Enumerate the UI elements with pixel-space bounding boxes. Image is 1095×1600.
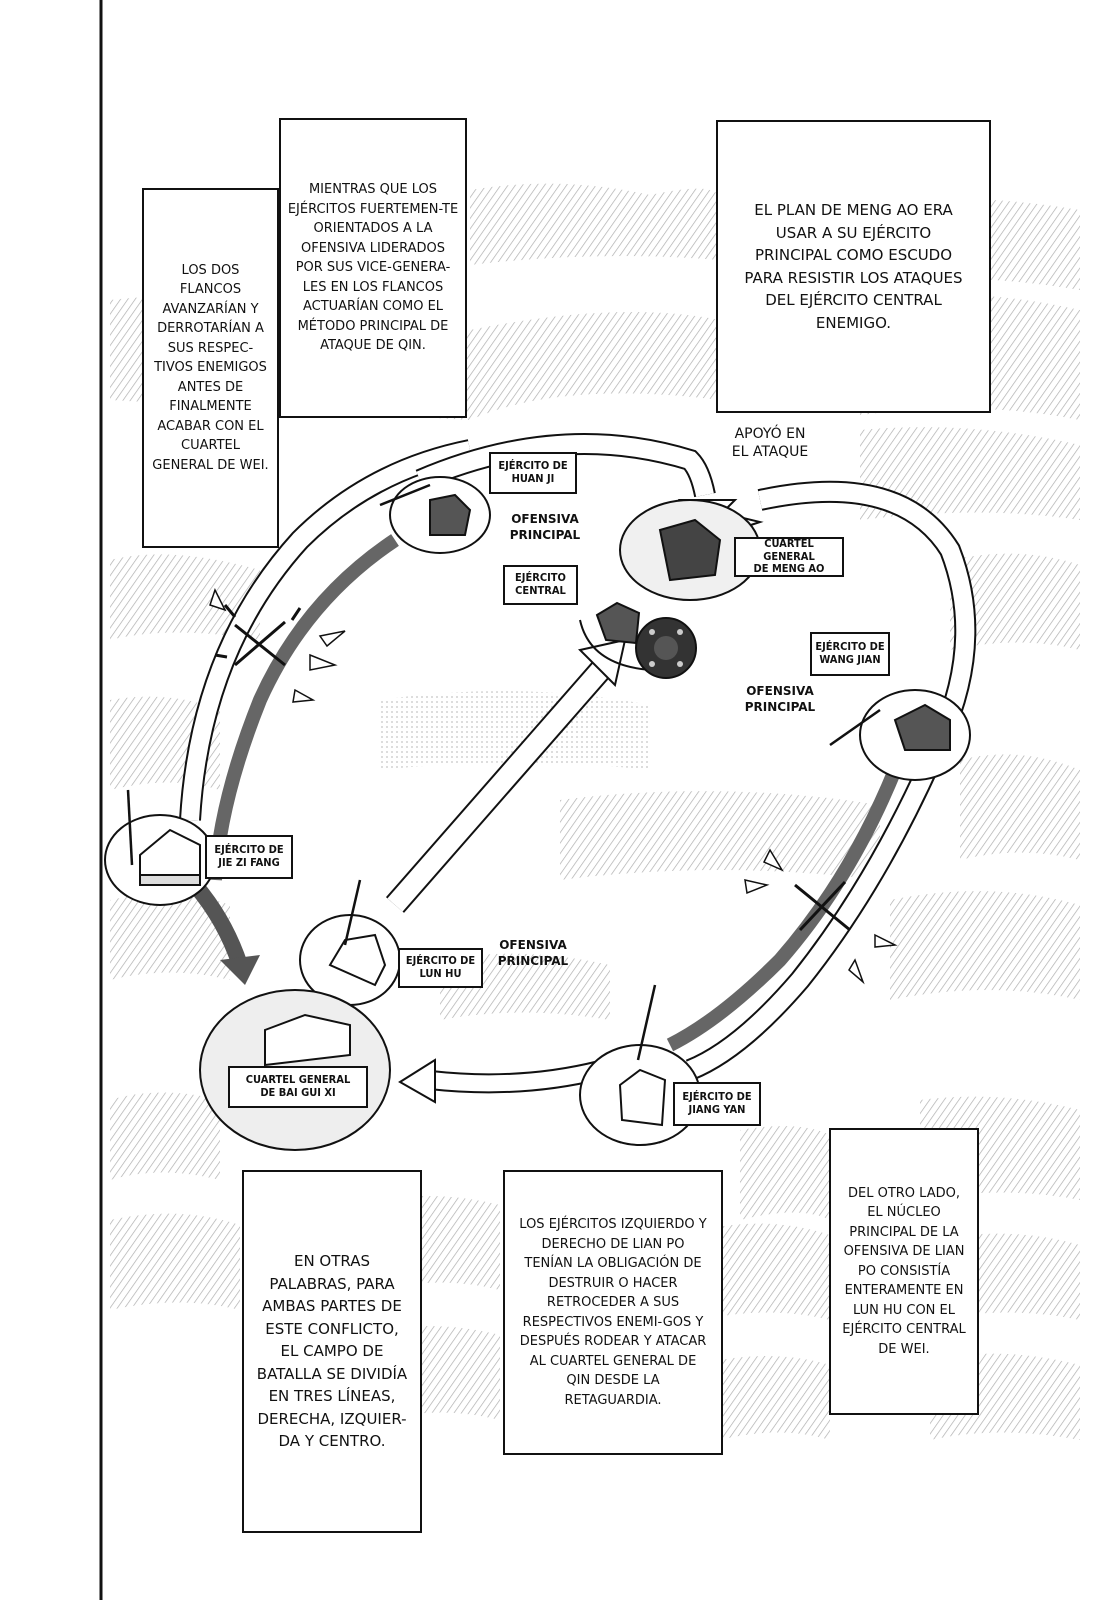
huan-ji-block [429, 493, 472, 536]
right-flank-band [666, 767, 902, 1052]
label-huan-ji: EJÉRCITO DE HUAN JI [489, 452, 577, 494]
jie-zi-fang-arrow [188, 879, 248, 968]
left-flank-band [208, 534, 399, 881]
central-army-block [595, 601, 641, 645]
caption-flancos: LOS DOS FLANCOS AVANZARÍAN Y DERROTARÍAN… [142, 188, 279, 548]
impact-triangles [209, 588, 898, 985]
label-central-army: EJÉRCITO CENTRAL [503, 565, 578, 605]
wang-jian-spear [829, 708, 881, 747]
label-jie-zi-fang: EJÉRCITO DE JIE ZI FANG [205, 835, 293, 879]
lun-hu-spear [343, 879, 362, 946]
jie-zi-fang-spear [126, 789, 134, 866]
annotation-ofensiva-huan-ji: OFENSIVA PRINCIPAL [509, 512, 581, 542]
caption-mientras: MIENTRAS QUE LOS EJÉRCITOS FUERTEMEN-TE … [279, 118, 467, 418]
annotation-ofensiva-lun-hu: OFENSIVA PRINCIPAL [497, 938, 569, 968]
label-meng-ao-hq: CUARTEL GENERAL DE MENG AO [734, 537, 844, 577]
right-clash-mark [794, 880, 851, 932]
bai-gui-xi-block [264, 1013, 351, 1067]
meng-ao-block [658, 518, 722, 582]
bottom-arrow-head [398, 1058, 436, 1104]
shield-icon [635, 617, 697, 679]
label-wang-jian: EJÉRCITO DE WANG JIAN [810, 632, 890, 676]
lun-hu-block [328, 933, 387, 987]
annotation-apoyo: APOYÓ EN EL ATAQUE [731, 426, 809, 461]
jiang-yan-block [618, 1068, 667, 1127]
central-arrow-head [578, 638, 627, 687]
spear-icons [126, 483, 881, 1061]
huan-ji-spear [379, 483, 431, 507]
left-clash-mark [214, 604, 302, 667]
jie-zi-fang-block [139, 828, 201, 886]
army-blocks [139, 493, 951, 1127]
label-lun-hu: EJÉRCITO DE LUN HU [398, 948, 483, 988]
caption-plan: EL PLAN DE MENG AO ERA USAR A SU EJÉRCIT… [716, 120, 991, 413]
caption-lianpo: LOS EJÉRCITOS IZQUIERDO Y DERECHO DE LIA… [503, 1170, 723, 1455]
jiang-yan-spear [636, 984, 657, 1061]
label-bai-gui-xi-hq: CUARTEL GENERAL DE BAI GUI XI [228, 1066, 368, 1108]
label-jiang-yan: EJÉRCITO DE JIANG YAN [673, 1082, 761, 1126]
caption-nucleo: DEL OTRO LADO, EL NÚCLEO PRINCIPAL DE LA… [829, 1128, 979, 1415]
wang-jian-block [893, 703, 951, 751]
caption-otras: EN OTRAS PALABRAS, PARA AMBAS PARTES DE … [242, 1170, 422, 1533]
annotation-ofensiva-wang-jian: OFENSIVA PRINCIPAL [744, 684, 816, 714]
central-army-arc [579, 619, 651, 671]
